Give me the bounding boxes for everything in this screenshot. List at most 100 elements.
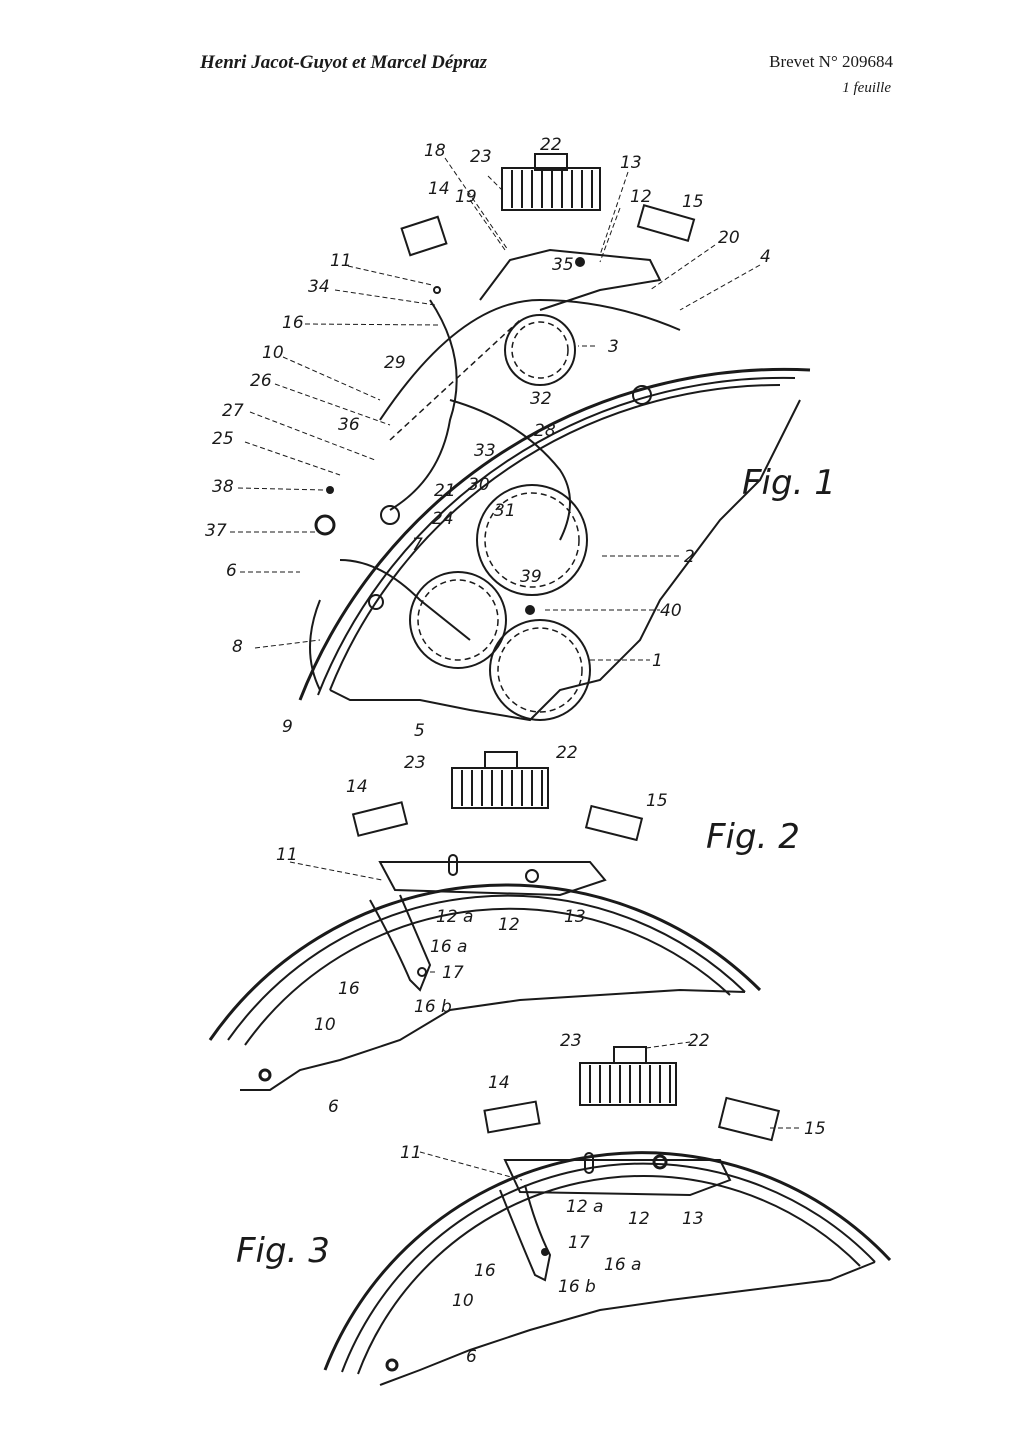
fig1-wheel-1-pitch: [497, 627, 583, 713]
fig1-label-32: 32: [530, 389, 552, 409]
fig2-screw-6: [258, 1068, 272, 1082]
fig2-drawing: [208, 751, 762, 1091]
fig3-pusher-15: [717, 1096, 781, 1142]
fig1-crown-knurl: [511, 170, 593, 208]
inventors-header: Henri Jacot-Guyot et Marcel Dépraz: [200, 52, 488, 73]
fig2-label-22: 22: [556, 743, 578, 763]
fig1-label-16: 16: [282, 313, 304, 333]
fig1-label-2: 2: [684, 547, 695, 567]
fig2-pusher-14: [351, 801, 409, 837]
fig1-label-40: 40: [660, 601, 682, 621]
fig1-case-inner2: [329, 384, 781, 691]
fig1-label-22: 22: [540, 135, 562, 155]
fig1-wheel-1: [489, 619, 591, 721]
fig1-screw-7: [368, 594, 384, 610]
fig3-pusher-14: [483, 1100, 541, 1134]
fig1-label-5: 5: [414, 721, 425, 741]
fig1-spring-8: [309, 599, 321, 691]
fig1-pusher-14: [400, 215, 448, 257]
fig1-label-8: 8: [232, 637, 243, 657]
fig2-case-outer: [208, 883, 762, 1041]
fig1-bar-12: [479, 248, 662, 311]
fig1-wheel-3: [504, 314, 576, 386]
fig1-wheel-5-pitch: [417, 579, 499, 661]
fig2-label-16: 16: [338, 979, 360, 999]
fig2-label-12a: 12 a: [436, 907, 473, 927]
fig3-crown: [579, 1062, 677, 1106]
fig3-labels: 23 22 14 15 11 12 a 12 13 17 16 a 16 16 …: [400, 1031, 826, 1367]
fig2-label-16b: 16 b: [414, 997, 452, 1017]
fig1-wheel-5: [409, 571, 507, 669]
fig2-label-10: 10: [314, 1015, 336, 1035]
fig3-crown-knurl: [589, 1065, 671, 1103]
fig2-labels: 22 23 14 15 11 12 a 12 13 16 a 16 17 16 …: [276, 743, 668, 1117]
fig3-label-16b: 16 b: [558, 1277, 596, 1297]
fig1-label-26: 26: [250, 371, 272, 391]
fig3-label-10: 10: [452, 1291, 474, 1311]
fig2-torn-edge: [240, 988, 746, 1091]
fig1-screw: [632, 385, 652, 405]
fig1-label-11: 11: [330, 251, 352, 271]
fig1-case-outer: [298, 367, 811, 701]
fig1-label-21: 21: [434, 481, 456, 501]
fig3-label-14: 14: [488, 1073, 510, 1093]
fig1-case-inner: [317, 376, 796, 696]
fig3-label-17: 17: [568, 1233, 590, 1253]
fig1-label-29: 29: [384, 353, 406, 373]
fig2-label-11: 11: [276, 845, 298, 865]
fig2-label-23: 23: [404, 753, 426, 773]
fig1-label-3: 3: [608, 337, 619, 357]
fig3-crown-stem: [613, 1046, 647, 1064]
fig2-case-inner: [227, 894, 746, 1041]
fig3-case-inner2: [357, 1175, 861, 1375]
fig1-pusher-15: [636, 204, 696, 242]
fig1-wheel-2: [476, 484, 588, 596]
fig1-drawing: [298, 153, 811, 722]
fig2-pusher-15: [584, 804, 644, 842]
patent-number: Brevet N° 209684: [769, 52, 893, 71]
fig3-slot-12a: [584, 1152, 594, 1174]
fig2-crown-stem: [484, 751, 518, 769]
fig1-label-15: 15: [682, 192, 704, 212]
fig2-label-13: 13: [564, 907, 586, 927]
fig1-wheel-2-pitch: [484, 492, 580, 588]
fig1-label-25: 25: [212, 429, 234, 449]
fig2-slot-12a: [448, 854, 458, 876]
fig2-screw-13: [525, 869, 539, 883]
fig2-crown: [451, 767, 549, 809]
fig3-lever-16: [499, 1184, 552, 1282]
fig1-lever-28: [449, 399, 571, 541]
fig2-label-16a: 16 a: [430, 937, 467, 957]
fig2-label-6: 6: [328, 1097, 339, 1117]
fig1-crown-stem: [534, 153, 568, 171]
fig1-label-23: 23: [470, 147, 492, 167]
fig3-torn-edge: [379, 1261, 876, 1386]
fig3-label-13: 13: [682, 1209, 704, 1229]
fig3-label-15: 15: [804, 1119, 826, 1139]
sheet-count: 1 feuille: [842, 80, 891, 96]
fig1-label-34: 34: [308, 277, 330, 297]
fig3-title: Fig. 3: [236, 1231, 330, 1271]
fig2-label-14: 14: [346, 777, 368, 797]
fig2-title: Fig. 2: [706, 817, 800, 857]
fig1-lever-16: [389, 299, 458, 511]
fig3-case-inner: [341, 1162, 876, 1373]
fig1-label-24: 24: [432, 509, 454, 529]
fig1-label-38: 38: [212, 477, 234, 497]
fig2-label-12: 12: [498, 915, 520, 935]
fig3-drawing: [323, 1041, 892, 1386]
fig1-pin-11: [433, 286, 441, 294]
fig1-crown: [501, 167, 601, 211]
fig1-label-14: 14: [428, 179, 450, 199]
fig1-label-37: 37: [205, 521, 227, 541]
fig2-crown-knurl: [461, 770, 543, 806]
fig2-lever-16: [369, 894, 432, 992]
fig3-screw-6: [385, 1358, 399, 1372]
fig1-label-27: 27: [222, 401, 244, 421]
fig1-label-36: 36: [338, 415, 360, 435]
fig1-label-12: 12: [630, 187, 652, 207]
fig1-label-33: 33: [474, 441, 496, 461]
fig1-label-31: 31: [494, 501, 516, 521]
fig3-screw-13: [652, 1154, 668, 1170]
